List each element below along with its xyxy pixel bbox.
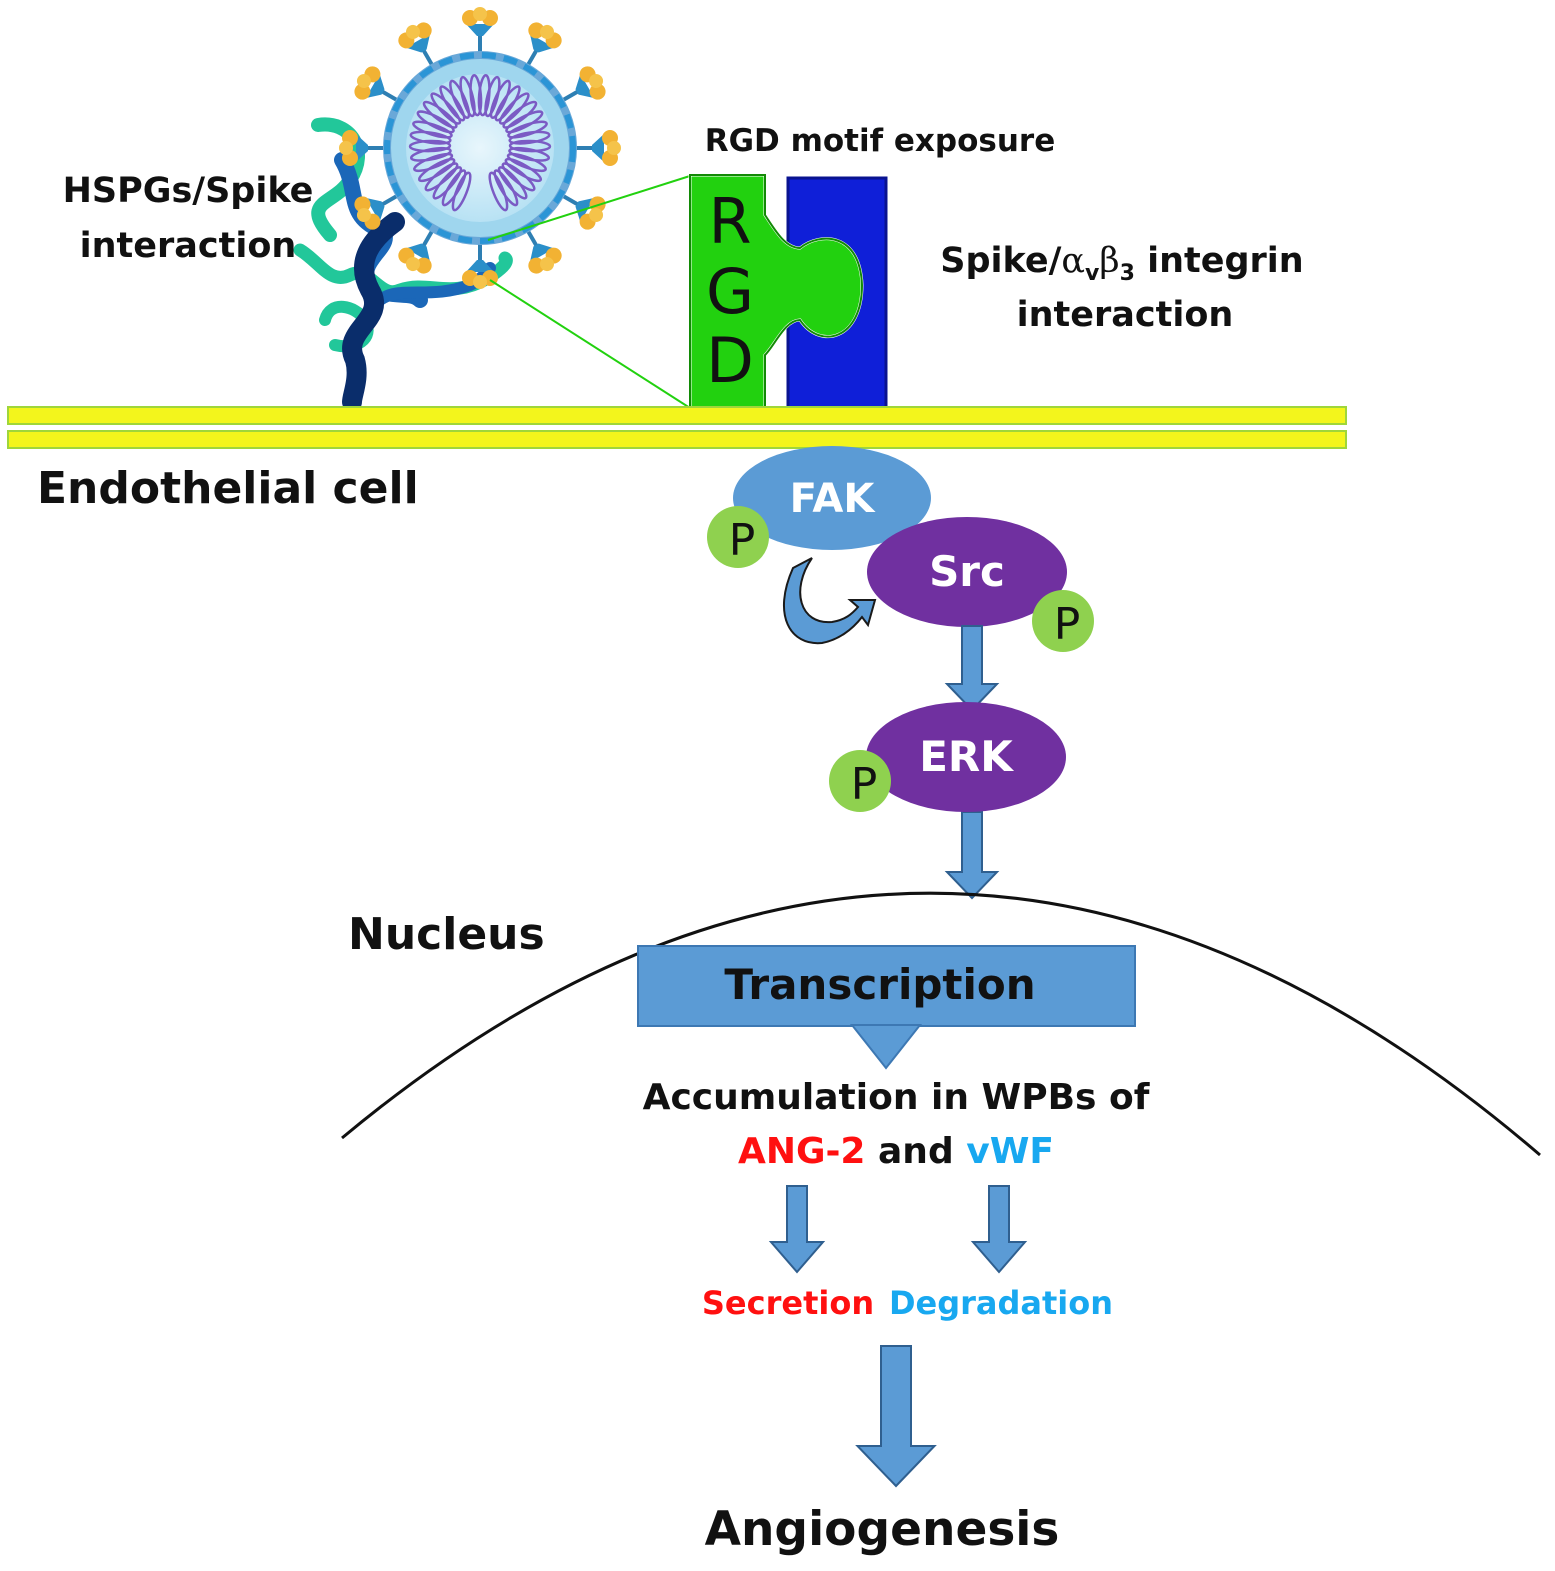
zoom-line-top	[487, 174, 694, 241]
rgd-integrin-complex: R G D	[688, 173, 888, 410]
rgd-letter-r: R	[708, 185, 751, 258]
spike-protein	[398, 22, 436, 70]
erk-nucleus-arrow	[944, 811, 1000, 900]
secretion-label: Secretion	[702, 1284, 874, 1322]
hspg-label-line1: HSPGs/Spike	[63, 171, 314, 211]
fak-label: FAK	[790, 476, 877, 522]
src-erk-arrow	[944, 625, 1000, 712]
src-phospho-label: P	[1054, 599, 1081, 650]
integrin-label-line2: interaction	[1017, 295, 1234, 335]
src-node: Src	[867, 517, 1067, 627]
sars-cov-2-virion	[339, 7, 621, 289]
spike-protein	[558, 66, 606, 104]
rgd-letter-g: G	[706, 255, 754, 328]
spike-protein	[558, 192, 606, 230]
beta-symbol: β	[1099, 241, 1119, 281]
ang2-label: ANG-2	[738, 1131, 866, 1172]
transcription-box: Transcription	[637, 945, 1136, 1070]
degradation-label: Degradation	[889, 1284, 1113, 1322]
fak-src-activation-arrow	[783, 557, 877, 645]
nuclear-envelope	[341, 891, 1541, 1157]
fak-node: FAK	[733, 446, 931, 550]
integrin-prefix: Spike/	[940, 241, 1061, 281]
integrin-suffix: integrin	[1135, 241, 1304, 281]
accumulation-label: Accumulation in WPBs of	[643, 1077, 1150, 1118]
src-label: Src	[929, 547, 1005, 596]
and-label: and	[865, 1131, 966, 1172]
integrin-label-line1: Spike/αvβ3 integrin	[940, 241, 1303, 286]
endothelial-cell-label: Endothelial cell	[37, 463, 419, 514]
alpha-symbol: α	[1061, 241, 1085, 281]
spike-protein	[524, 22, 562, 70]
hspg-chains	[293, 117, 513, 412]
spike-protein	[398, 226, 436, 274]
fak-phospho: P	[707, 506, 769, 568]
spike-protein	[354, 66, 402, 104]
spike-protein	[524, 226, 562, 274]
vwf-label: vWF	[966, 1131, 1054, 1172]
ang2-secretion-arrow	[768, 1185, 826, 1274]
beta-subscript: 3	[1120, 261, 1135, 286]
hspg-label-line2: interaction	[80, 226, 297, 266]
ang2-vwf-line: ANG-2 and vWF	[738, 1131, 1054, 1172]
transcription-label: Transcription	[724, 960, 1035, 1009]
erk-phospho: P	[829, 750, 891, 812]
cell-membrane	[7, 406, 1347, 449]
rgd-motif-label: RGD motif exposure	[705, 123, 1056, 159]
erk-label: ERK	[919, 732, 1014, 781]
alpha-subscript: v	[1085, 261, 1100, 286]
zoom-line-bottom	[489, 279, 691, 409]
fak-phospho-label: P	[729, 515, 756, 566]
nucleus-label: Nucleus	[348, 909, 545, 960]
spike-protein	[462, 7, 498, 56]
src-phospho: P	[1032, 590, 1094, 652]
erk-node: ERK	[866, 702, 1066, 812]
rgd-letter-d: D	[706, 324, 754, 397]
angiogenesis-label: Angiogenesis	[705, 1502, 1060, 1557]
erk-phospho-label: P	[851, 759, 878, 810]
spike-proteins	[339, 7, 621, 289]
angiogenesis-arrow	[855, 1345, 937, 1488]
spike-protein	[572, 130, 621, 166]
vwf-degradation-arrow	[970, 1185, 1028, 1274]
rna-coil	[408, 73, 552, 212]
down-arrows	[768, 625, 1028, 1488]
